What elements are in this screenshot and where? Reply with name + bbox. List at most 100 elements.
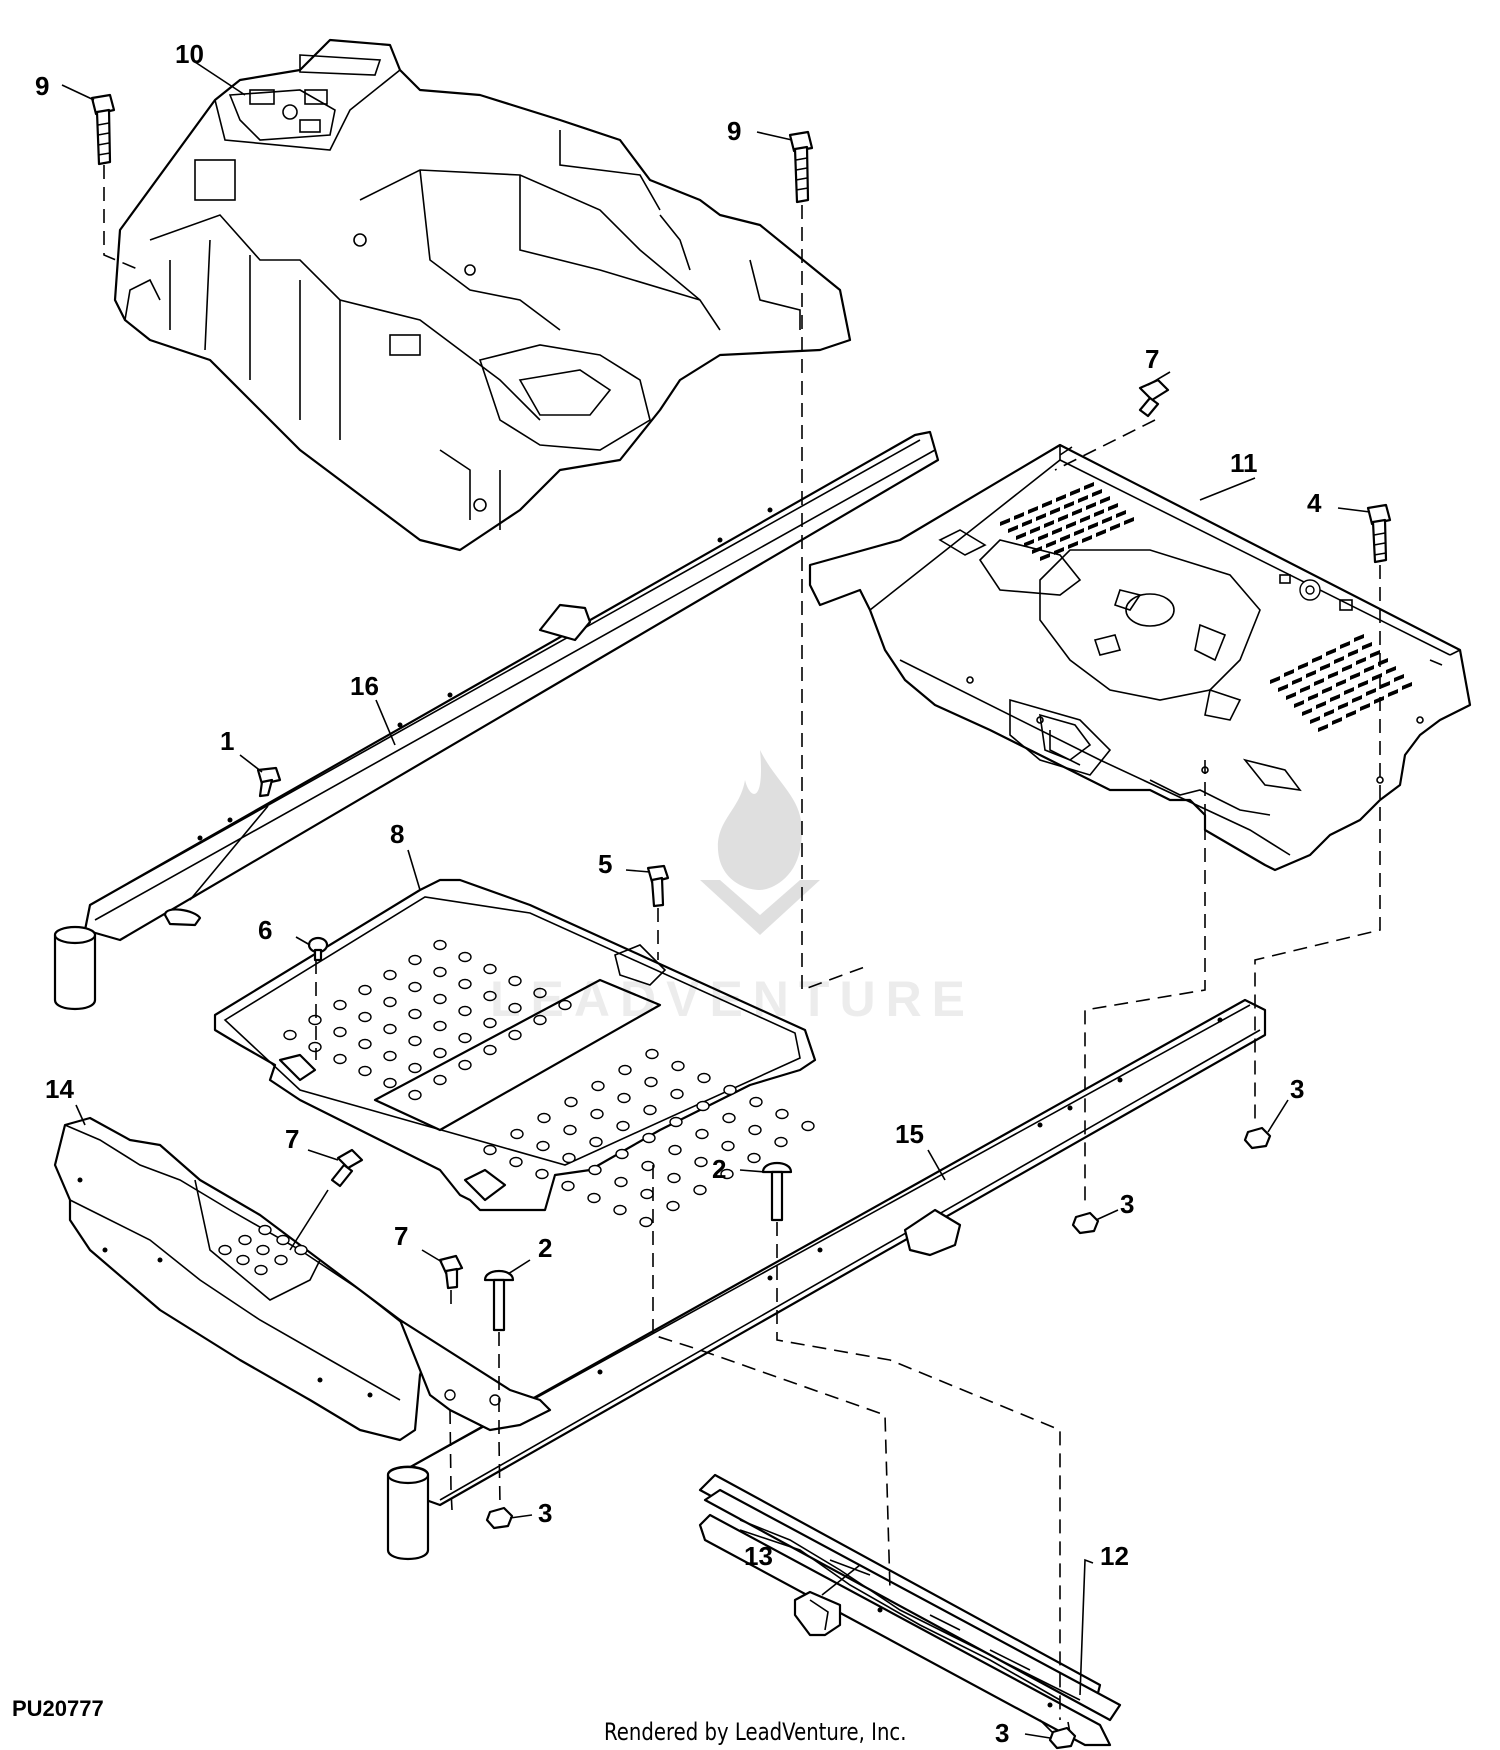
tread-hole — [723, 1084, 737, 1096]
vent-slot — [1042, 500, 1052, 508]
tread-hole — [433, 1020, 447, 1032]
vent-slot — [1028, 506, 1038, 514]
vent-slot — [1320, 663, 1330, 671]
vent-slot — [1340, 641, 1350, 649]
nut-3-c — [485, 1506, 514, 1530]
tread-hole — [695, 1128, 709, 1140]
tread-hole — [613, 1204, 627, 1216]
vent-slot — [1316, 701, 1326, 709]
tread-hole — [535, 1168, 549, 1180]
callout-labels: 10 9 9 7 11 4 16 1 8 6 5 14 7 2 15 3 3 7… — [35, 39, 1322, 1748]
tread-hole — [721, 1140, 735, 1152]
vent-slot — [1306, 670, 1316, 678]
vent-slot — [1300, 685, 1310, 693]
tread-hole — [383, 1077, 397, 1089]
tread-hole — [643, 1104, 657, 1116]
tread-hole — [408, 1089, 422, 1101]
bolt-4 — [1366, 503, 1392, 564]
part-14-bracket — [53, 1116, 552, 1442]
part-10-frame — [113, 38, 852, 552]
vent-slot — [1336, 679, 1346, 687]
vent-slot — [1284, 669, 1294, 677]
vent-slot — [1100, 496, 1110, 504]
tread-hole — [256, 1244, 270, 1256]
vent-slot — [1388, 689, 1398, 697]
vent-slot — [1292, 677, 1302, 685]
vent-slot — [1334, 656, 1344, 664]
vent-slot — [1036, 513, 1046, 521]
tread-holes-right — [483, 1048, 815, 1228]
tread-hole — [666, 1200, 680, 1212]
vent-slot — [1054, 547, 1064, 555]
tread-hole — [562, 1152, 576, 1164]
callout-2-left: 2 — [538, 1233, 552, 1263]
tread-hole — [408, 1062, 422, 1074]
tread-hole — [408, 1008, 422, 1020]
callout-14: 14 — [45, 1074, 74, 1104]
tread-hole — [667, 1172, 681, 1184]
part-11-plate — [808, 443, 1472, 872]
vent-slot — [1380, 681, 1390, 689]
vent-slot — [1094, 509, 1104, 517]
vent-slot — [1066, 521, 1076, 529]
vent-slot — [1024, 539, 1034, 547]
vent-slot — [1318, 724, 1328, 732]
callout-15: 15 — [895, 1119, 924, 1149]
vent-slot — [1338, 702, 1348, 710]
tread-hole — [645, 1048, 659, 1060]
tread-hole — [668, 1144, 682, 1156]
tread-hole — [408, 981, 422, 993]
tread-hole — [537, 1112, 551, 1124]
tread-hole — [276, 1234, 290, 1246]
tread-hole — [383, 1050, 397, 1062]
tread-hole — [358, 984, 372, 996]
vent-slot — [1040, 553, 1050, 561]
tread-hole — [308, 1014, 322, 1026]
tread-hole — [283, 1029, 297, 1041]
tread-hole — [258, 1224, 272, 1236]
vent-slot — [1096, 529, 1106, 537]
tread-hole — [644, 1076, 658, 1088]
vent-slot — [1038, 533, 1048, 541]
vent-slot — [1394, 674, 1404, 682]
vent-slot — [1356, 657, 1366, 665]
carriage-bolt-2-right — [761, 1161, 793, 1222]
vent-slot — [1016, 532, 1026, 540]
tread-hole — [458, 978, 472, 990]
callout-3-c: 3 — [538, 1498, 552, 1528]
vent-slot — [1080, 515, 1090, 523]
vent-slot — [1358, 680, 1368, 688]
tread-hole — [591, 1080, 605, 1092]
tread-hole — [614, 1176, 628, 1188]
part-16-rail — [53, 430, 940, 1011]
vent-slot — [1322, 686, 1332, 694]
vent-slot — [1278, 684, 1288, 692]
vent-slot — [1110, 523, 1120, 531]
vent-slot — [1298, 662, 1308, 670]
vent-slot — [1314, 678, 1324, 686]
vent-slot — [1084, 482, 1094, 490]
vent-slot — [1044, 520, 1054, 528]
callout-16: 16 — [350, 671, 379, 701]
screw-7-lower — [438, 1254, 464, 1290]
tread-hole — [775, 1108, 789, 1120]
vent-slot — [1082, 535, 1092, 543]
callout-9-left: 9 — [35, 71, 49, 101]
tread-hole — [408, 954, 422, 966]
nut-3-b — [1071, 1211, 1100, 1235]
bracket-holes — [218, 1224, 308, 1276]
vent-slot — [1386, 666, 1396, 674]
tread-hole — [458, 1005, 472, 1017]
tread-hole — [693, 1184, 707, 1196]
vent-slot — [1000, 518, 1010, 526]
vent-slot — [1328, 671, 1338, 679]
tread-hole — [670, 1088, 684, 1100]
vent-slot — [1116, 510, 1126, 518]
tread-hole — [616, 1120, 630, 1132]
vent-slot — [1052, 527, 1062, 535]
tread-hole — [236, 1254, 250, 1266]
vent-slot — [1348, 649, 1358, 657]
tread-hole — [615, 1148, 629, 1160]
tread-hole — [358, 1038, 372, 1050]
